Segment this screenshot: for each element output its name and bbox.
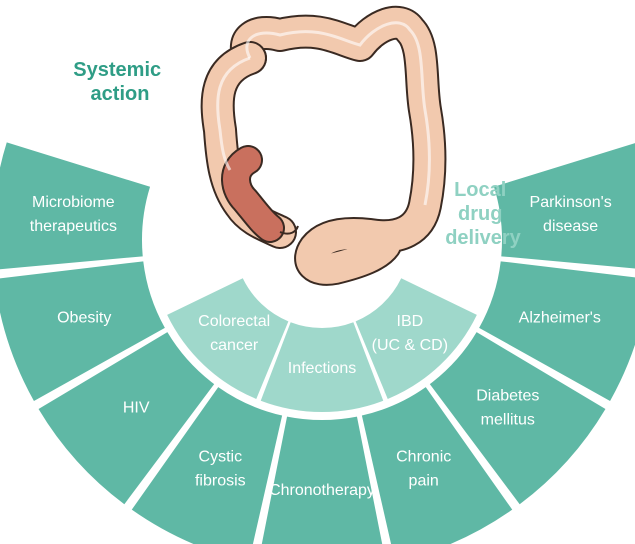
outer-label-hiv: HIV (123, 399, 150, 416)
colon-illustration (218, 23, 430, 269)
outer-label-chronotherapy: Chronotherapy (269, 482, 375, 499)
systemic-heading: Systemic action (73, 59, 166, 105)
inner-label-infections: Infections (288, 360, 356, 377)
outer-label-alzheimer-s: Alzheimer's (519, 309, 601, 326)
outer-label-obesity: Obesity (57, 309, 111, 326)
